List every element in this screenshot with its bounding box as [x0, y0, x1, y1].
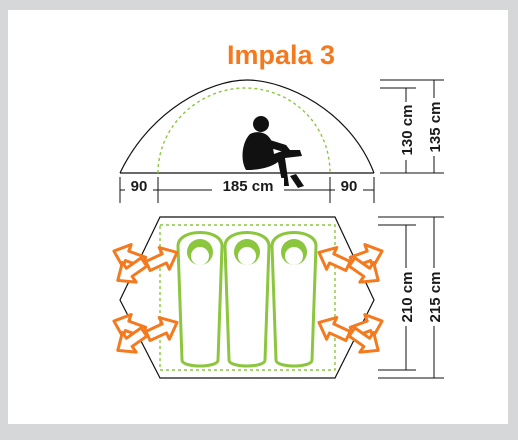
sleeping-bag-icon: [270, 231, 318, 368]
dim-side-left: 90: [131, 178, 148, 195]
sleeping-bag-icon: [223, 231, 271, 368]
dim-inner-length: 210 cm: [399, 272, 416, 323]
dim-inner-height: 130 cm: [399, 105, 416, 156]
inner-tent-dome: [157, 87, 331, 174]
inner-tent-floor: [159, 224, 336, 371]
dim-outer-height: 135 cm: [427, 102, 444, 153]
dim-outer-length: 215 cm: [427, 272, 444, 323]
tent-dome-outline: [119, 79, 375, 174]
tent-top-view: 210 cm 215 cm: [110, 216, 444, 379]
dim-side-right: 90: [341, 178, 358, 195]
tent-side-view: 90 185 cm 90 130 cm 135 cm: [119, 79, 444, 203]
diagram-title: Impala 3: [227, 40, 335, 70]
person-sitting-icon: [242, 116, 304, 188]
dim-center-width: 185 cm: [223, 178, 274, 195]
sleeping-bag-icon: [176, 231, 224, 368]
